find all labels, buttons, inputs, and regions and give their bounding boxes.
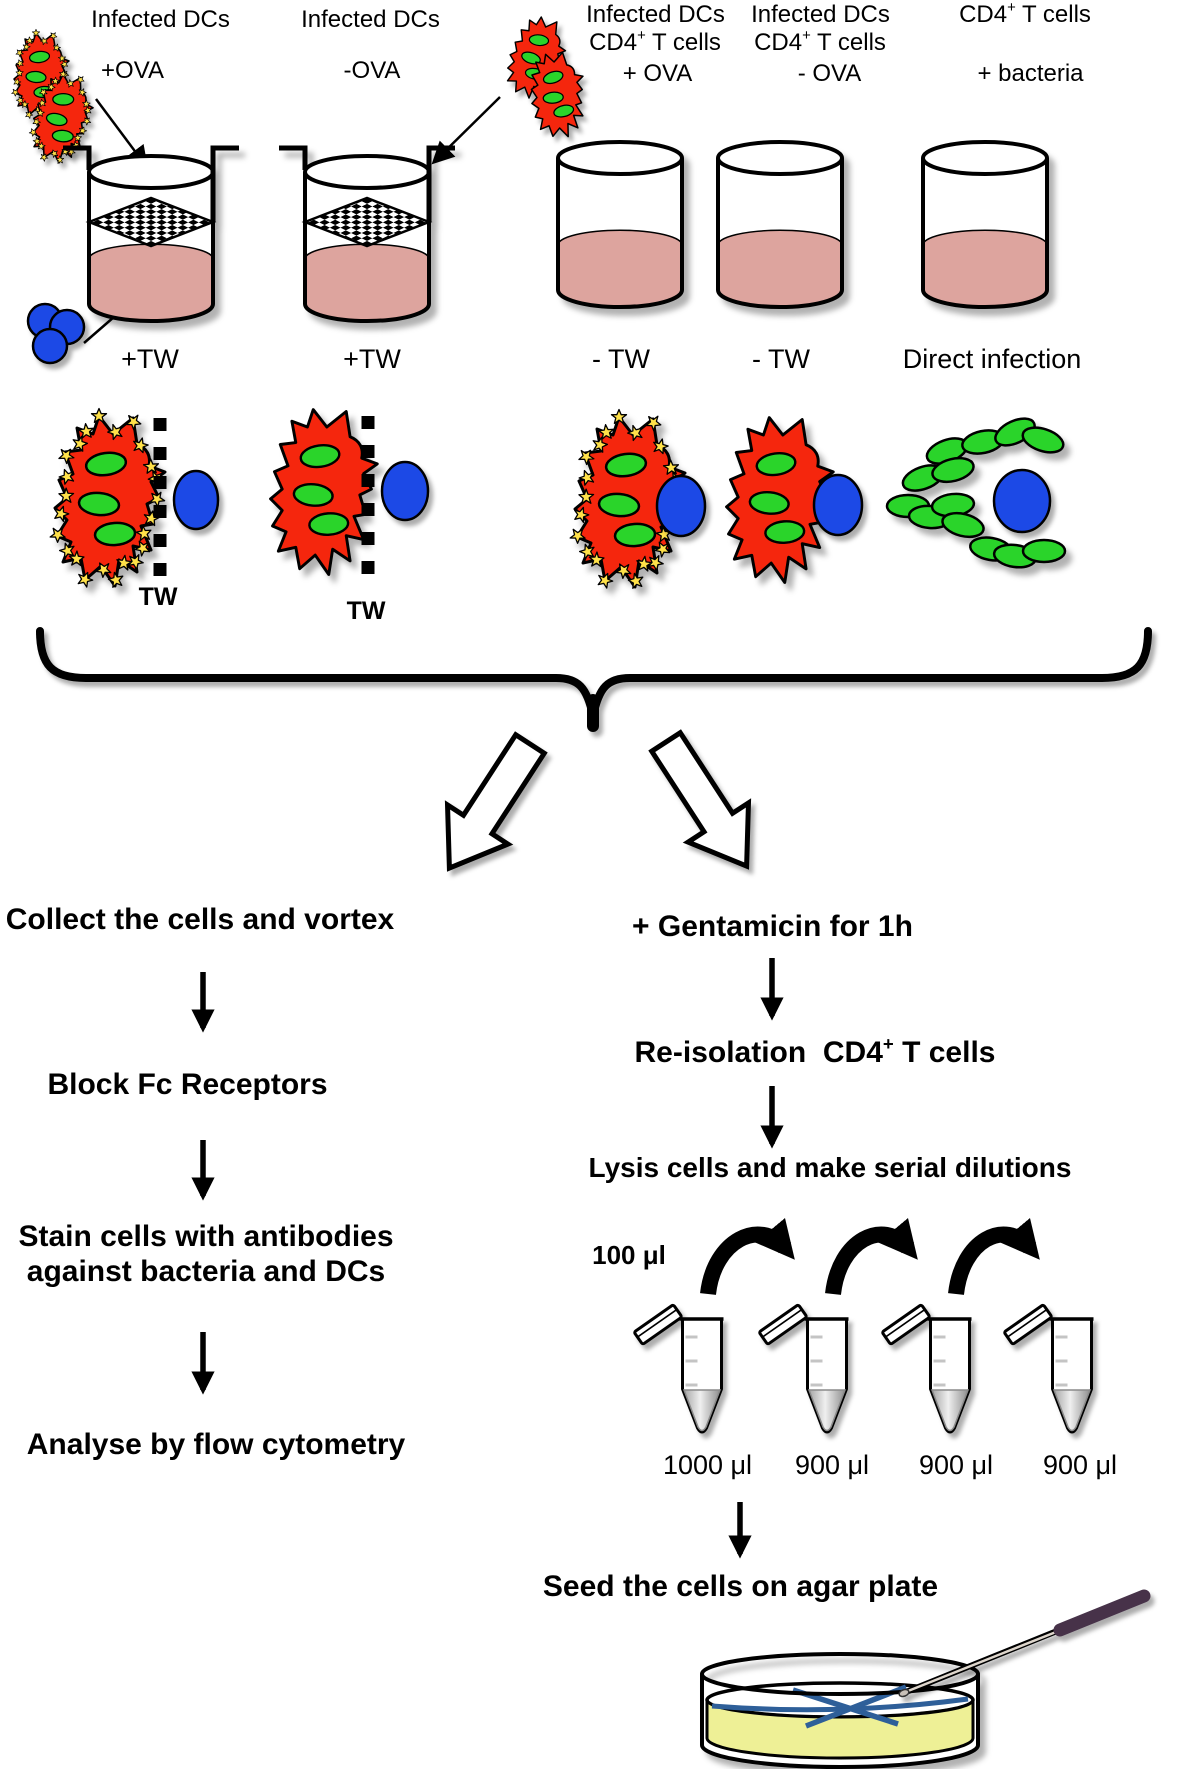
step-gentamicin: + Gentamicin for 1h — [632, 910, 913, 943]
transfer-arc-3 — [948, 1218, 1040, 1296]
step-collect-vortex: Collect the cells and vortex — [5, 903, 395, 936]
tube-4-volume: 900 μl — [1042, 1450, 1118, 1480]
transfer-arc-1 — [700, 1218, 795, 1296]
streak-line-cross-1 — [792, 1687, 899, 1727]
dilution-tube-2 — [757, 1302, 851, 1434]
cocondition-1-dc-ova — [49, 407, 168, 589]
agar-plate — [700, 1652, 980, 1769]
cocondition-5-bacteria-tcell — [885, 417, 1067, 569]
t-cell-inoculum-cluster — [26, 302, 86, 365]
arrow-dcs-into-well-2 — [431, 96, 501, 165]
well-2-label: +TW — [343, 344, 401, 374]
cell-spreader — [898, 1589, 1151, 1698]
well-5-label: Direct infection — [902, 344, 1082, 374]
step-flow-cytometry: Analyse by flow cytometry — [26, 1428, 406, 1461]
dilution-tube-1 — [632, 1302, 726, 1434]
condition-1-title: Infected DCs — [91, 6, 230, 33]
step-reisolation: Re-isolation CD4+ T cells — [634, 1033, 996, 1069]
step-block-fc: Block Fc Receptors — [47, 1068, 328, 1101]
step-seed-agar: Seed the cells on agar plate — [542, 1570, 939, 1603]
transwell-well-1 — [63, 148, 239, 323]
t-cell-1 — [172, 469, 220, 531]
well-3-label: - TW — [592, 344, 650, 374]
condition-3-cd4-line: CD4+ T cells — [589, 28, 721, 56]
condition-3-subtitle: + OVA — [622, 60, 693, 87]
gathering-brace — [36, 627, 1152, 732]
dilution-tube-4 — [1002, 1302, 1096, 1434]
tube-1-volume: 1000 μl — [662, 1450, 753, 1480]
tube-3-volume: 900 μl — [918, 1450, 994, 1480]
t-cell-3 — [655, 474, 707, 538]
well-4 — [716, 140, 844, 309]
condition-2-subtitle: -OVA — [343, 57, 401, 84]
cocondition-2-dc — [269, 408, 379, 576]
transfer-arc-2 — [825, 1218, 918, 1296]
step-lysis-dilutions: Lysis cells and make serial dilutions — [588, 1152, 1072, 1183]
well-3 — [556, 140, 684, 309]
transfer-volume-label: 100 μl — [592, 1240, 666, 1270]
well-4-label: - TW — [752, 344, 810, 374]
membrane-2-label: TW — [346, 597, 386, 625]
t-cell-5 — [992, 468, 1052, 534]
condition-1-subtitle: +OVA — [101, 57, 164, 84]
membrane-1-label: TW — [138, 583, 178, 611]
branch-arrow-right — [648, 729, 752, 870]
t-cell-4 — [812, 473, 864, 537]
transwell-well-2 — [279, 148, 455, 323]
condition-5-subtitle: + bacteria — [977, 60, 1084, 87]
branch-arrow-left — [444, 731, 548, 872]
condition-5-title: CD4+ T cells — [959, 0, 1091, 28]
condition-4-title: Infected DCs — [751, 1, 890, 28]
condition-4-subtitle: - OVA — [797, 60, 862, 87]
streak-line-long — [711, 1696, 969, 1713]
condition-2-title: Infected DCs — [301, 6, 440, 33]
dilution-tube-3 — [880, 1302, 974, 1434]
t-cell-2 — [380, 460, 430, 522]
condition-4-cd4-line: CD4+ T cells — [754, 28, 886, 56]
condition-3-title: Infected DCs — [586, 1, 725, 28]
well-5 — [921, 140, 1049, 309]
tube-2-volume: 900 μl — [794, 1450, 870, 1480]
well-1-label: +TW — [121, 344, 179, 374]
